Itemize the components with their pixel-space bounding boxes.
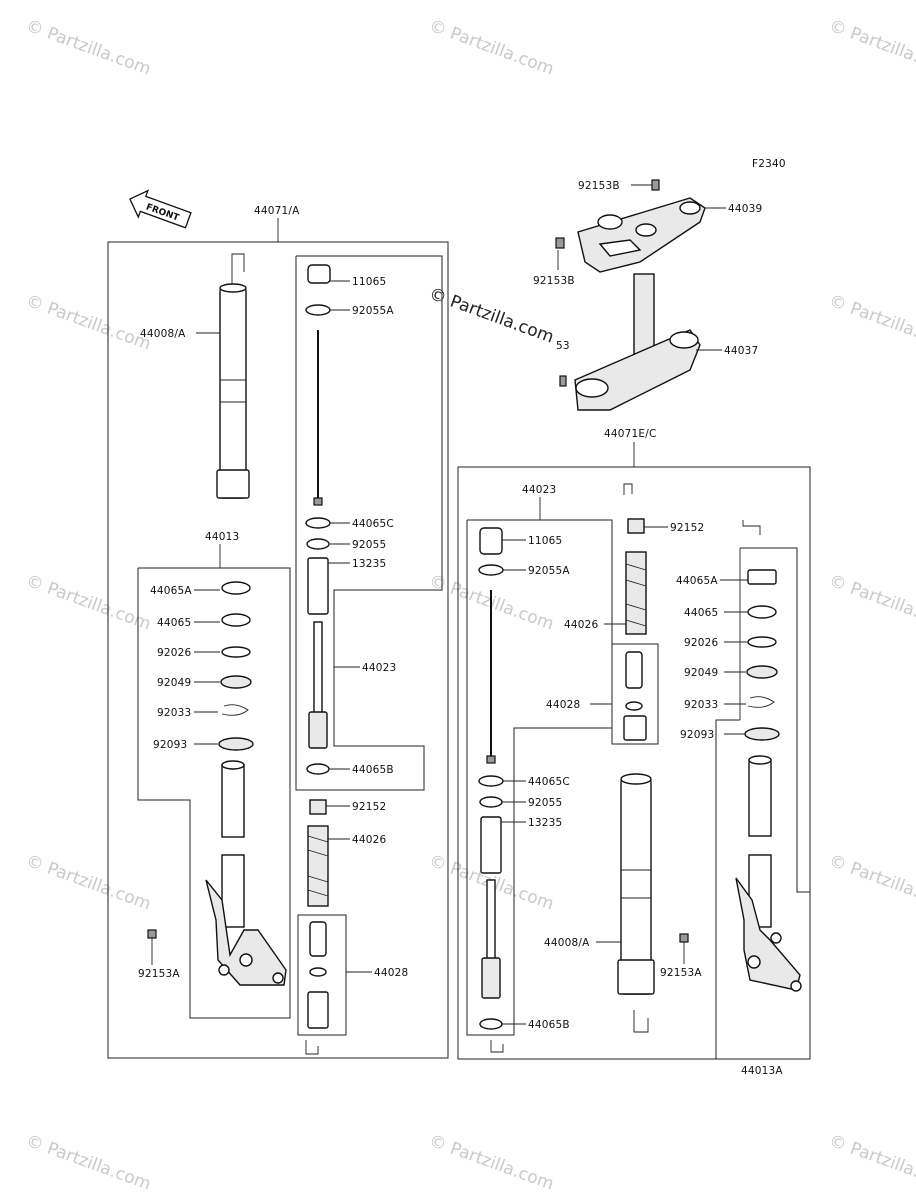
left-outer-group-box [137,567,291,1019]
label-right-44023: 44023 [522,484,556,496]
watermark: © Partzilla.com [23,1131,153,1195]
diagram-code: F2340 [752,158,786,170]
label-left-44065c: 44065C [352,518,394,530]
label-left-92055a: 92055A [352,305,394,317]
label-left-92152: 92152 [352,801,386,813]
right-44028-box [611,643,659,745]
right-cartridge-box [466,519,613,1036]
watermark: © Partzilla.com [826,16,916,80]
outer-tube-44008a [216,253,250,499]
label-left-44065a: 44065A [150,585,192,597]
label-left-44028: 44028 [374,967,408,979]
inner-tube-left [205,760,287,986]
label-left-11065: 11065 [352,276,386,288]
part-92049 [220,675,252,689]
upper-bracket-44039 [555,179,706,273]
part-92026 [221,646,251,658]
watermark: © Partzilla.com [23,851,153,915]
watermarks: © Partzilla.com © Partzilla.com © Partzi… [23,16,916,1195]
label-right-44026: 44026 [564,619,599,631]
outer-tube-right [617,773,655,1033]
label-44071a: 44071/A [254,205,300,217]
label-92153-fragment: 53 [556,340,570,352]
label-right-44008a: 44008/A [544,937,590,949]
label-92153b-bottom: 92153B [533,275,575,287]
part-92033 [221,704,249,716]
label-right-92033: 92033 [684,699,718,711]
cartridge-rod [308,621,328,749]
right-assembly-box [457,466,811,1060]
label-left-44026: 44026 [352,834,387,846]
part-11065 [307,264,331,284]
watermark: © Partzilla.com [426,1131,556,1195]
spring-44026 [307,825,329,907]
label-left-92153a: 92153A [138,968,180,980]
label-left-92033: 92033 [157,707,191,719]
label-left-92093: 92093 [153,739,187,751]
label-44039: 44039 [728,203,762,215]
label-left-92049: 92049 [157,677,191,689]
label-right-44065: 44065 [684,607,718,619]
watermark-center: © Partzilla.com [426,284,556,348]
part-92093 [218,737,254,751]
watermark: © Partzilla.com [826,1131,916,1195]
part-44065c [305,517,331,529]
watermark: © Partzilla.com [23,571,153,635]
watermark: © Partzilla.com [826,291,916,355]
part-92152 [309,799,327,815]
watermark: © Partzilla.com [826,851,916,915]
label-92153b-top: 92153B [578,180,620,192]
part-92055 [306,538,330,550]
part-44065b [306,763,330,775]
label-right-11065: 11065 [528,535,562,547]
part-44065a [221,581,251,595]
watermark: © Partzilla.com [23,16,153,80]
label-right-92093: 92093 [680,729,714,741]
left-assembly-box [107,241,449,1059]
inner-tube-right [735,755,802,992]
label-right-92055: 92055 [528,797,562,809]
label-right-92026: 92026 [684,637,719,649]
label-right-44065a: 44065A [676,575,718,587]
label-right-13235: 13235 [528,817,562,829]
watermark: © Partzilla.com [23,291,153,355]
front-arrow-icon: FRONT [129,189,192,229]
left-44028-box [297,914,347,1036]
label-left-92026: 92026 [157,647,192,659]
part-92055a [305,304,331,316]
label-right-92055a: 92055A [528,565,570,577]
left-cartridge-box [295,255,443,791]
label-right-92153a: 92153A [660,967,702,979]
part-13235 [307,557,329,615]
label-left-92055: 92055 [352,539,386,551]
right-outer-group-box [715,547,811,1060]
part-44065 [221,613,251,627]
label-right-92049: 92049 [684,667,718,679]
label-right-44065b: 44065B [528,1019,570,1031]
label-left-44023: 44023 [362,662,396,674]
label-left-44065b: 44065B [352,764,394,776]
label-44071ec: 44071E/C [604,428,657,440]
label-left-44008a: 44008/A [140,328,186,340]
label-left-13235: 13235 [352,558,386,570]
label-44013: 44013 [205,531,239,543]
watermark: © Partzilla.com [826,571,916,635]
label-44013a: 44013A [741,1065,783,1077]
spring-right [625,551,647,635]
label-44037: 44037 [724,345,758,357]
label-left-44065: 44065 [157,617,191,629]
steering-stem-44037 [559,273,701,411]
label-right-44028: 44028 [546,699,580,711]
label-right-92152: 92152 [670,522,704,534]
watermark: © Partzilla.com [426,16,556,80]
label-right-44065c: 44065C [528,776,570,788]
